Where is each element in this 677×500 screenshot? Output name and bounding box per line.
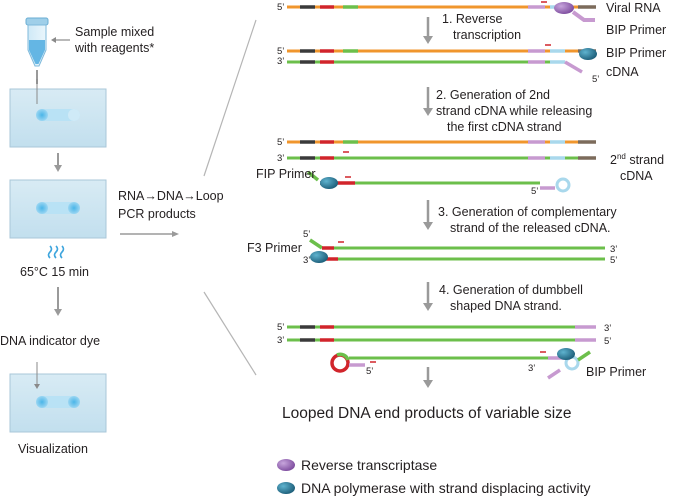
sample-tube-icon (25, 17, 49, 67)
cdna-label: cDNA (606, 65, 639, 79)
dye-label: DNA indicator dye (0, 334, 100, 348)
dna-polymerase-legend-icon (277, 482, 295, 494)
f3-primer-label: F3 Primer (247, 241, 302, 255)
step-1b: transcription (453, 28, 521, 42)
step-2c: the first cDNA strand (447, 120, 562, 134)
svg-text:3’: 3’ (604, 323, 611, 334)
mechanism-panel: 5’ Viral RNA BIP Primer 1. Reverse trans… (247, 1, 666, 422)
svg-text:5’: 5’ (604, 336, 611, 347)
heat-label: 65°C 15 min (20, 265, 89, 279)
svg-text:5’: 5’ (366, 366, 373, 377)
svg-text:3’: 3’ (277, 153, 284, 164)
svg-text:3’: 3’ (277, 56, 284, 67)
zoom-line-bottom (203, 291, 257, 376)
strand-second-cdna: 5’ 3’ 5’ (277, 137, 596, 197)
zoom-line-top (203, 19, 257, 177)
reaction-well-1 (9, 79, 107, 148)
polymerase-icon (579, 48, 597, 60)
reaction-well-3 (9, 362, 107, 433)
strand-dumbbell: 5’ 3’ 3’ 5’ 5’ 3’ (277, 322, 611, 380)
svg-text:5’: 5’ (277, 137, 284, 148)
visualization-label: Visualization (18, 442, 88, 456)
reverse-transcriptase-icon (554, 2, 574, 14)
bip-primer-label-2: BIP Primer (606, 46, 666, 60)
svg-text:3’: 3’ (610, 244, 617, 255)
legend-reverse-transcriptase: Reverse transcriptase (301, 457, 437, 473)
polymerase-icon-2 (320, 177, 338, 189)
svg-text:3’: 3’ (528, 363, 535, 374)
heat-icon (47, 245, 65, 259)
products-label: RNA→DNA→Loop (118, 189, 224, 203)
fip-primer-label: FIP Primer (256, 167, 316, 181)
step-2b: strand cDNA while releasing (436, 104, 592, 118)
viral-rna-label: Viral RNA (606, 1, 661, 15)
strand-viral-rna: 5’ (277, 1, 596, 22)
second-strand-label-2: cDNA (620, 169, 653, 183)
reaction-well-2 (9, 179, 107, 239)
svg-text:5’: 5’ (277, 322, 284, 333)
svg-text:5’: 5’ (531, 186, 538, 197)
bip-primer-label-3: BIP Primer (586, 365, 646, 379)
legend: Reverse transcriptase DNA polymerase wit… (277, 457, 590, 496)
svg-text:5’: 5’ (277, 46, 284, 57)
svg-text:5’: 5’ (610, 255, 617, 266)
step-1: 1. Reverse (442, 12, 502, 26)
svg-text:5’: 5’ (277, 2, 284, 13)
legend-dna-polymerase: DNA polymerase with strand displacing ac… (301, 480, 590, 496)
strand-complementary: 5’ 3’ 3’ 5’ (303, 229, 617, 266)
sample-label-2: with reagents* (74, 41, 154, 55)
result-label: Looped DNA end products of variable size (282, 405, 572, 422)
sample-label: Sample mixed (75, 25, 154, 39)
reverse-transcriptase-legend-icon (277, 459, 295, 471)
svg-text:3’: 3’ (277, 335, 284, 346)
left-panel: Sample mixed with reagents* 65°C 15 min (0, 17, 257, 456)
step-3: 3. Generation of complementary (438, 205, 617, 219)
svg-text:3’: 3’ (303, 255, 310, 266)
svg-text:5’: 5’ (303, 229, 310, 240)
polymerase-icon-4 (557, 348, 575, 360)
step-4: 4. Generation of dumbbell (439, 283, 583, 297)
strand-rna-cdna: 5’ 3’ 5’ (277, 44, 599, 85)
step-3b: strand of the released cDNA. (450, 221, 611, 235)
second-strand-label: 2nd strand (610, 152, 664, 167)
svg-text:5’: 5’ (592, 74, 599, 85)
polymerase-icon-3 (310, 251, 328, 263)
step-2: 2. Generation of 2nd (436, 88, 550, 102)
bip-primer-label-1: BIP Primer (606, 23, 666, 37)
step-4b: shaped DNA strand. (450, 299, 562, 313)
products-label-2: PCR products (118, 207, 196, 221)
